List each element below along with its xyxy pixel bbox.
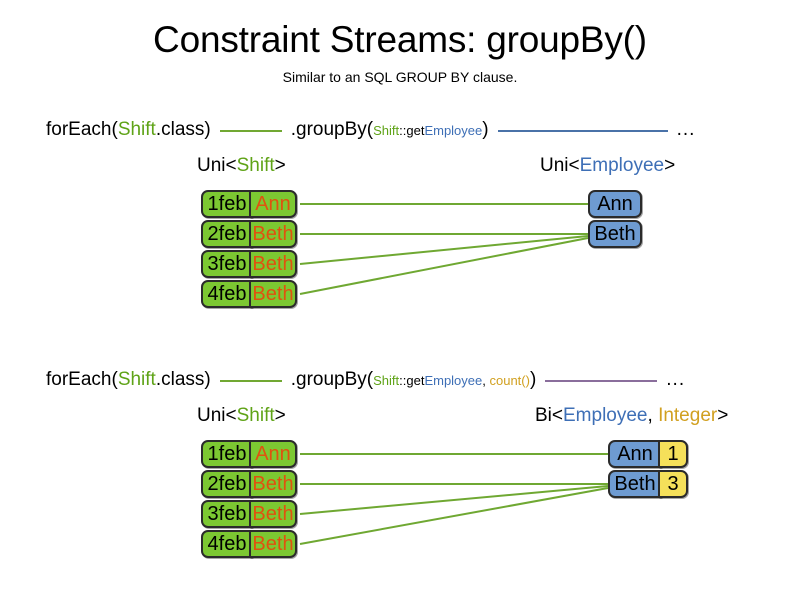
shift-employee-box: Beth — [249, 280, 297, 308]
shift-date-box: 4feb — [201, 530, 253, 558]
type-generic: Employee — [563, 405, 648, 426]
pipe-connector-green — [219, 380, 282, 382]
type-prefix: Bi< — [535, 405, 563, 426]
group-employee-box: Ann — [608, 440, 662, 468]
group-count-box: 3 — [658, 470, 688, 498]
page-title: Constraint Streams: groupBy() — [153, 19, 647, 60]
code-groupby-close: ) — [482, 119, 489, 140]
type-prefix: Uni< — [540, 155, 580, 176]
type-separator: , — [647, 405, 659, 426]
edge2-shift4-to-beth — [299, 487, 609, 545]
code-ellipsis: ... — [676, 119, 696, 140]
page-subtitle: Similar to an SQL GROUP BY clause. — [282, 69, 518, 85]
shift-date-box: 3feb — [201, 500, 253, 528]
shift-employee-box: Beth — [249, 500, 297, 528]
shift-date-box: 2feb — [201, 470, 253, 498]
type-suffix: > — [274, 405, 286, 426]
type-suffix: > — [717, 405, 729, 426]
shift-date-box: 3feb — [201, 250, 253, 278]
type-suffix: > — [274, 155, 286, 176]
edge2-shift3-to-beth — [299, 485, 609, 515]
type-label-left-uni-shift: Uni<Shift> — [197, 155, 286, 177]
type-label-left-uni-shift-2: Uni<Shift> — [197, 405, 286, 427]
code-ellipsis: ... — [666, 369, 686, 390]
group-count-box: 1 — [658, 440, 688, 468]
type-generic: Shift — [236, 155, 275, 176]
shift-employee-box: Beth — [249, 470, 297, 498]
code-arg-method-type: Employee — [424, 122, 483, 138]
type-generic-2: Integer — [658, 405, 718, 426]
shift-date-box: 1feb — [201, 190, 253, 218]
code-arg-class: Shift — [373, 122, 400, 138]
code-foreach-open: forEach( — [46, 119, 118, 140]
edge-shift4-to-beth — [299, 237, 589, 295]
type-prefix: Uni< — [197, 405, 237, 426]
type-generic: Employee — [579, 155, 665, 176]
shift-employee-box: Ann — [249, 440, 297, 468]
type-generic: Shift — [236, 405, 275, 426]
type-label-right-uni-employee: Uni<Employee> — [540, 155, 675, 177]
shift-date-box: 4feb — [201, 280, 253, 308]
shift-date-box: 1feb — [201, 440, 253, 468]
code-line-groupby-count: forEach(Shift.class) .groupBy(Shift::get… — [46, 367, 786, 393]
shift-employee-box: Beth — [249, 250, 297, 278]
shift-employee-box: Beth — [249, 220, 297, 248]
code-foreach-open: forEach( — [46, 369, 118, 390]
group-employee-box: Ann — [588, 190, 642, 218]
code-arg-method-prefix: ::get — [399, 372, 425, 388]
pipe-connector-purple — [545, 380, 658, 382]
group-employee-box: Beth — [608, 470, 662, 498]
group-employee-box: Beth — [588, 220, 642, 248]
type-prefix: Uni< — [197, 155, 237, 176]
edge-shift3-to-beth — [299, 235, 589, 265]
type-label-right-bi-employee-integer: Bi<Employee, Integer> — [535, 405, 728, 427]
code-arg-collector: count() — [489, 372, 530, 388]
code-foreach-type: Shift — [117, 369, 156, 390]
shift-employee-box: Beth — [249, 530, 297, 558]
code-groupby-open: .groupBy( — [290, 119, 374, 140]
code-foreach-close: .class) — [155, 119, 211, 140]
shift-date-box: 2feb — [201, 220, 253, 248]
code-foreach-type: Shift — [117, 119, 156, 140]
code-groupby-open: .groupBy( — [290, 369, 374, 390]
type-suffix: > — [664, 155, 676, 176]
code-line-groupby-single: forEach(Shift.class) .groupBy(Shift::get… — [46, 117, 786, 143]
code-arg-method-type: Employee — [424, 372, 483, 388]
code-arg-class: Shift — [373, 372, 400, 388]
code-groupby-close: ) — [529, 369, 537, 390]
pipe-connector-green — [219, 130, 282, 132]
code-arg-separator: , — [482, 372, 490, 388]
pipe-connector-blue — [497, 130, 668, 132]
code-foreach-close: .class) — [155, 369, 211, 390]
code-arg-method-prefix: ::get — [399, 122, 425, 138]
shift-employee-box: Ann — [249, 190, 297, 218]
